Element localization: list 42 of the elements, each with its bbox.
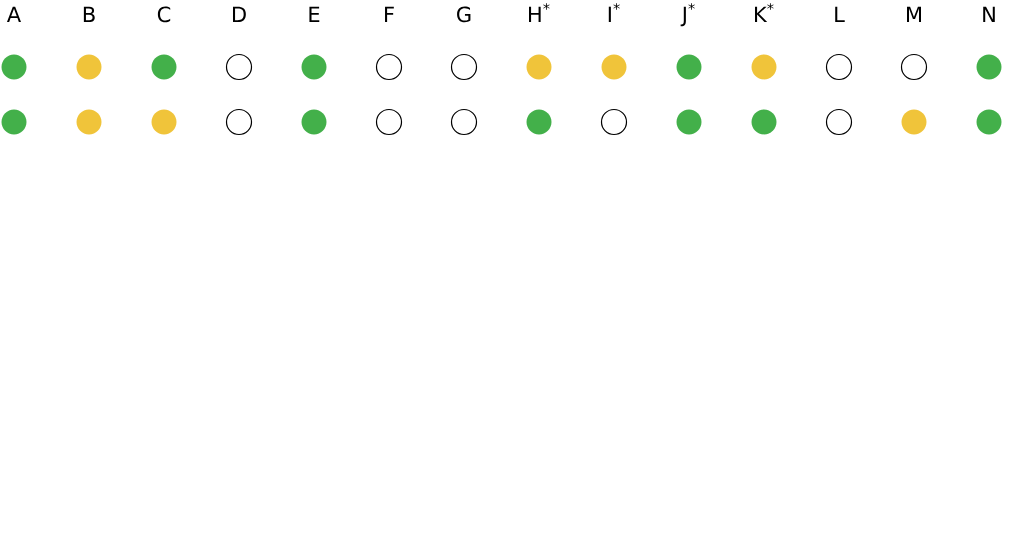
filled-circle (526, 109, 552, 135)
empty-circle (225, 53, 253, 81)
column-letter: D (233, 6, 246, 22)
column-letter: N (983, 6, 995, 22)
filled-circle (151, 109, 177, 135)
filled-circle (526, 54, 552, 80)
empty-circle (375, 53, 403, 81)
column-letter: F (385, 6, 394, 22)
filled-circle (301, 109, 327, 135)
column-letter: G (457, 6, 471, 23)
empty-circle (450, 108, 478, 136)
filled-circle (1, 54, 27, 80)
filled-circle (676, 54, 702, 80)
filled-circle (751, 109, 777, 135)
empty-circle (450, 53, 478, 81)
filled-circle (751, 54, 777, 80)
empty-circle (600, 108, 628, 136)
column-letter: C (157, 6, 171, 23)
column-letter: L (835, 6, 845, 22)
filled-circle (301, 54, 327, 80)
filled-circle (1, 109, 27, 135)
empty-circle (225, 108, 253, 136)
filled-circle (151, 54, 177, 80)
filled-circle (676, 109, 702, 135)
column-letter: A (7, 6, 21, 22)
empty-circle (375, 108, 403, 136)
column-letter: K$^{*}$ (755, 3, 774, 22)
empty-circle (900, 53, 928, 81)
filled-circle (901, 109, 927, 135)
column-letter: E (309, 6, 320, 22)
filled-circle (601, 54, 627, 80)
column-letter: J$^{*}$ (680, 3, 695, 27)
column-letter: B (83, 6, 95, 22)
column-letter: I$^{*}$ (608, 3, 620, 22)
filled-circle (76, 109, 102, 135)
empty-circle (825, 53, 853, 81)
filled-circle (976, 109, 1002, 135)
filled-circle (976, 54, 1002, 80)
column-letter: H$^{*}$ (529, 3, 550, 22)
empty-circle (825, 108, 853, 136)
column-letter: M (907, 6, 921, 22)
filled-circle (76, 54, 102, 80)
